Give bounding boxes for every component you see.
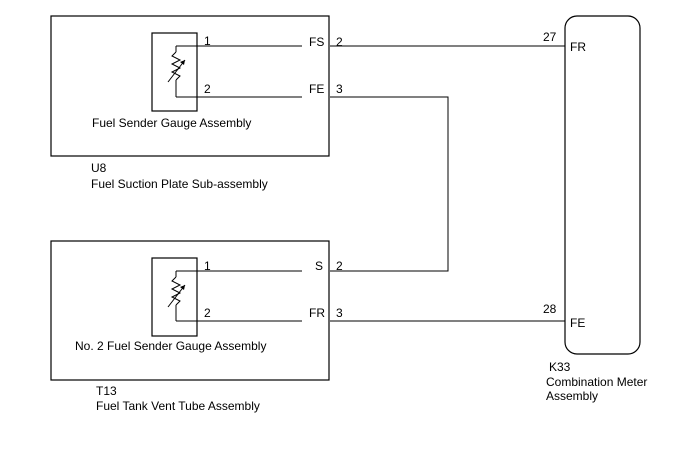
u8-pin2-label: 2 [204,82,211,96]
k33-pin-fe: FE [570,316,585,330]
u8-sensor-box [151,32,198,112]
u8-conn-fe: 3 [336,82,343,96]
t13-conn-fr: 3 [336,306,343,320]
u8-sensor-label: Fuel Sender Gauge Assembly [92,116,251,130]
u8-term-fs: FS [309,35,324,49]
k33-name-line1: Combination Meter [546,375,647,389]
k33-name-line2: Assembly [546,389,598,403]
wire-fe-to-s [330,96,449,272]
t13-name: Fuel Tank Vent Tube Assembly [96,399,260,413]
t13-conn-s: 2 [336,259,343,273]
u8-ref: U8 [91,161,107,175]
t13-ref: T13 [96,384,117,398]
t13-sensor-box [151,257,198,337]
t13-term-s: S [315,259,323,273]
t13-pin2-label: 2 [204,306,211,320]
t13-variable-resistor-icon [167,271,186,321]
u8-box [50,15,330,157]
k33-ref: K33 [549,360,571,374]
t13-sensor-label: No. 2 Fuel Sender Gauge Assembly [75,339,266,353]
u8-conn-fs: 2 [336,35,343,49]
k33-pin-fr-num: 27 [543,30,557,44]
u8-pin1-label: 1 [204,34,211,48]
k33-pin-fe-num: 28 [543,302,557,316]
t13-term-fr: FR [309,306,325,320]
t13-pin1-label: 1 [204,259,211,273]
k33-pin-fr: FR [570,40,586,54]
u8-term-fe: FE [309,82,324,96]
t13-box [50,240,330,381]
u8-variable-resistor-icon [167,46,186,97]
k33-box [564,15,641,355]
u8-name: Fuel Suction Plate Sub-assembly [91,177,268,191]
